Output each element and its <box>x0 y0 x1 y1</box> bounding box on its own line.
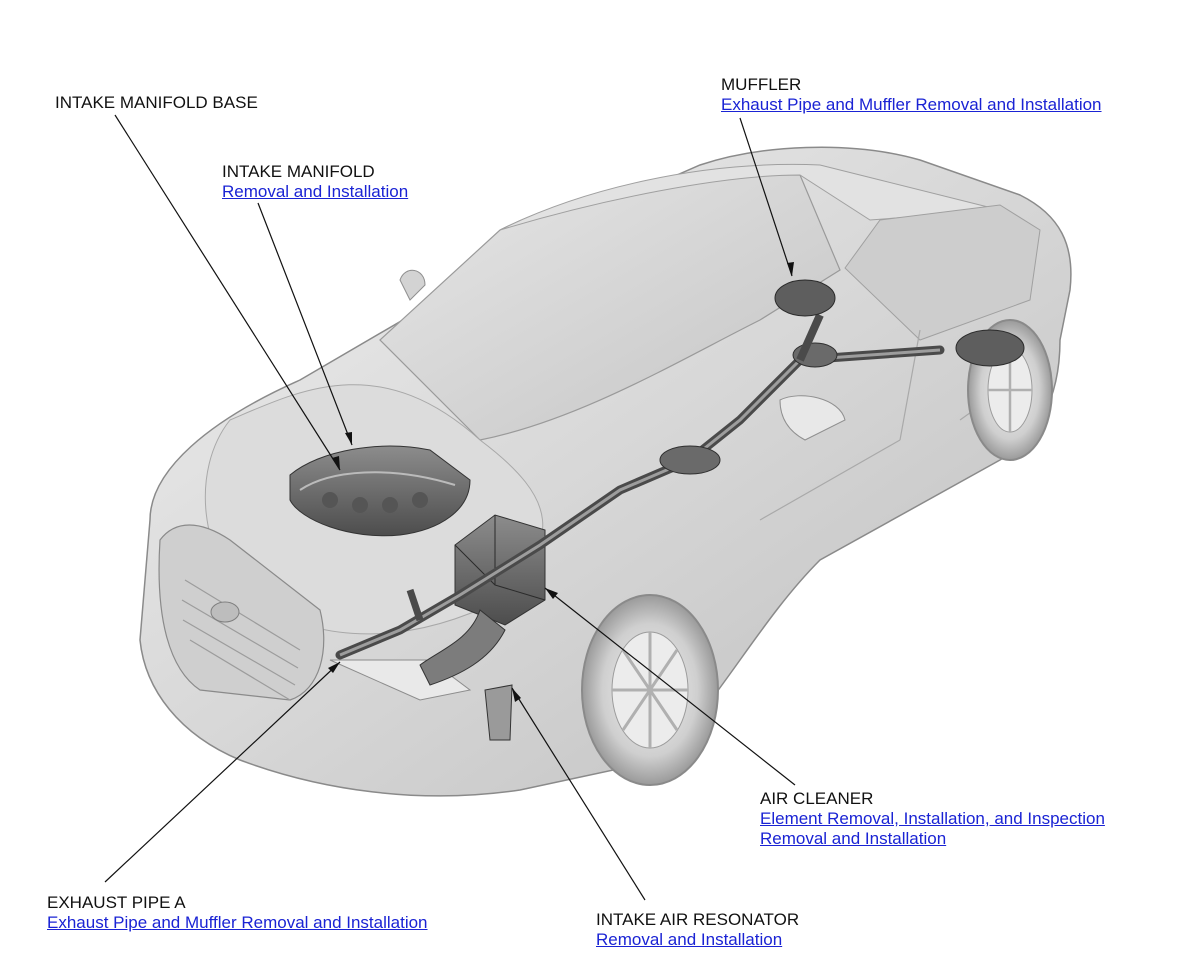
air-cleaner-label: AIR CLEANER Element Removal, Installatio… <box>760 789 1105 849</box>
exhaust-pipe-a-label: EXHAUST PIPE A Exhaust Pipe and Muffler … <box>47 893 428 933</box>
leader-air-cleaner <box>544 587 796 786</box>
muffler-exhaust-link[interactable]: Exhaust Pipe and Muffler Removal and Ins… <box>721 95 1102 114</box>
leader-lines <box>104 114 796 901</box>
leader-intake-manifold-base <box>114 114 341 471</box>
intake-manifold-removal-link[interactable]: Removal and Installation <box>222 182 409 201</box>
leader-intake-manifold <box>257 202 353 446</box>
intake-manifold-base-label: INTAKE MANIFOLD BASE <box>55 93 258 113</box>
leader-intake-air-resonator <box>511 687 646 901</box>
leader-muffler <box>739 117 793 277</box>
intake-manifold-title: INTAKE MANIFOLD <box>222 162 375 181</box>
exhaust-system-part <box>335 313 945 660</box>
air-cleaner-title: AIR CLEANER <box>760 789 874 808</box>
leader-arrowheads <box>328 262 794 702</box>
intake-air-resonator-title: INTAKE AIR RESONATOR <box>596 910 800 929</box>
intake-manifold-part <box>289 445 471 537</box>
air-cleaner-removal-link[interactable]: Removal and Installation <box>760 829 947 848</box>
front-wheel <box>581 594 719 786</box>
intake-air-resonator-removal-link[interactable]: Removal and Installation <box>596 930 783 949</box>
intake-manifold-label: INTAKE MANIFOLD Removal and Installation <box>222 162 408 202</box>
muffler-title: MUFFLER <box>721 75 802 94</box>
intake-air-resonator-part <box>419 609 513 741</box>
muffler-label: MUFFLER Exhaust Pipe and Muffler Removal… <box>721 75 1102 115</box>
intake-manifold-base-title: INTAKE MANIFOLD BASE <box>55 93 258 112</box>
exhaust-pipe-a-title: EXHAUST PIPE A <box>47 893 186 912</box>
muffler-part <box>774 279 1025 367</box>
leader-exhaust-pipe-a <box>104 661 341 883</box>
air-cleaner-element-link[interactable]: Element Removal, Installation, and Inspe… <box>760 809 1105 828</box>
exhaust-pipe-a-link[interactable]: Exhaust Pipe and Muffler Removal and Ins… <box>47 913 428 932</box>
intake-air-resonator-label: INTAKE AIR RESONATOR Removal and Install… <box>596 910 799 950</box>
